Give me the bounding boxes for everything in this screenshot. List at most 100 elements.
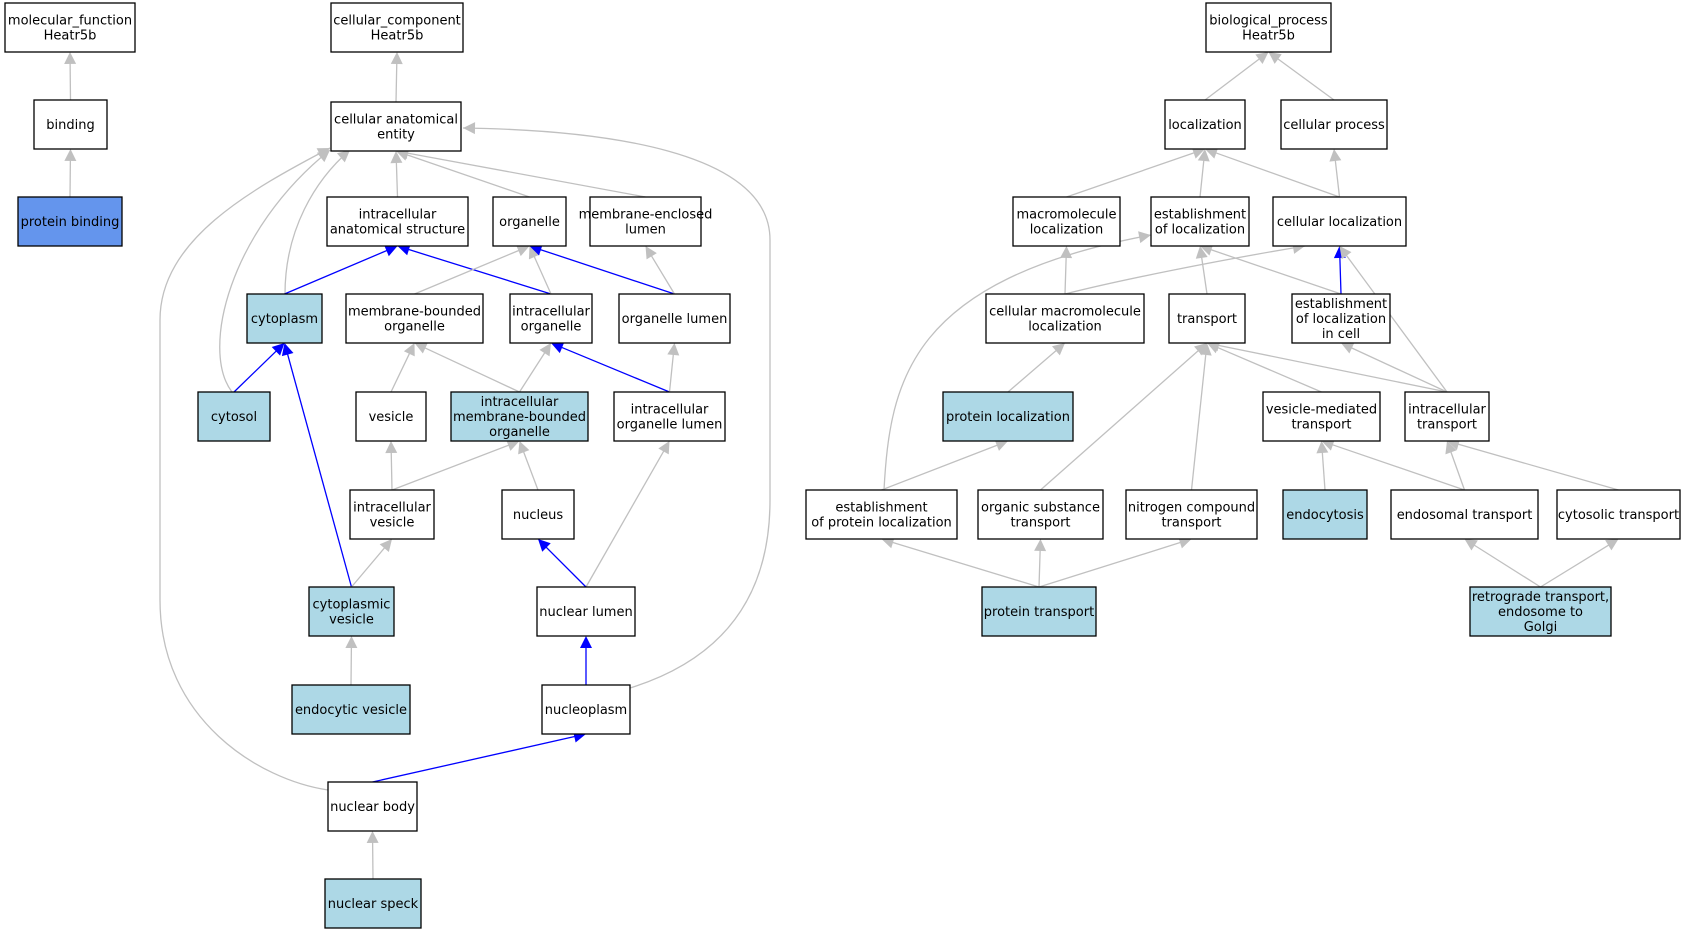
go-term-node-protbind[interactable]: protein binding xyxy=(17,196,123,247)
go-term-node-ct[interactable]: cytosolic transport xyxy=(1556,489,1681,540)
edge-pl-to-cml xyxy=(1007,343,1065,393)
go-term-node-endo[interactable]: endocytosis xyxy=(1282,489,1368,540)
edge-binding-to-mf xyxy=(64,52,77,101)
edge-ev-to-cv xyxy=(345,636,358,686)
node-box xyxy=(492,196,567,247)
node-label: localization xyxy=(1028,320,1102,335)
go-term-node-cytoplasm[interactable]: cytoplasm xyxy=(246,293,323,344)
go-term-node-nucleus[interactable]: nucleus xyxy=(501,489,575,540)
go-term-node-loc[interactable]: localization xyxy=(1164,99,1246,150)
node-label: membrane-bounded xyxy=(348,305,481,320)
edge-cv-to-cytoplasm xyxy=(281,343,353,588)
edge-nct-to-transport xyxy=(1190,343,1212,491)
edge-epl-to-pl xyxy=(881,439,1008,491)
node-box xyxy=(805,489,958,540)
node-label: binding xyxy=(46,118,94,133)
node-box xyxy=(977,489,1104,540)
node-box xyxy=(1282,489,1368,540)
node-label: membrane-bounded xyxy=(453,410,586,425)
node-label: vesicle xyxy=(370,516,415,531)
node-box xyxy=(981,586,1097,637)
go-term-node-et[interactable]: endosomal transport xyxy=(1390,489,1539,540)
go-term-node-binding[interactable]: binding xyxy=(33,99,108,150)
edge-cml-to-cl xyxy=(1064,242,1306,295)
go-term-node-nl[interactable]: nuclear lumen xyxy=(536,586,636,637)
go-term-node-cytosol[interactable]: cytosol xyxy=(197,391,271,442)
node-label: cytosol xyxy=(211,410,257,425)
edge-nucleus-to-imbo xyxy=(518,441,539,491)
node-label: transport xyxy=(1010,516,1070,531)
go-term-node-transport[interactable]: transport xyxy=(1168,293,1246,344)
edge-cytosol-to-cytoplasm xyxy=(233,343,285,393)
node-label: localization xyxy=(1030,223,1104,238)
go-term-node-pl[interactable]: protein localization xyxy=(942,391,1074,442)
node-label: organelle xyxy=(499,215,560,230)
node-box xyxy=(1291,293,1391,344)
node-label: molecular_function xyxy=(8,14,132,29)
node-label: establishment xyxy=(1295,297,1387,312)
node-label: Heatr5b xyxy=(44,29,97,44)
node-box xyxy=(345,293,484,344)
edge-iv-to-imbo xyxy=(391,439,520,491)
node-label: biological_process xyxy=(1209,14,1328,29)
node-label: cytosolic transport xyxy=(1558,508,1679,523)
node-box xyxy=(17,196,123,247)
go-term-node-cp[interactable]: cellular process xyxy=(1280,99,1388,150)
node-label: Golgi xyxy=(1524,620,1558,635)
node-label: cytoplasmic xyxy=(313,598,391,613)
edge-cl-to-loc xyxy=(1205,147,1340,198)
node-label: membrane-enclosed xyxy=(579,208,713,223)
go-term-node-organelle[interactable]: organelle xyxy=(492,196,567,247)
go-term-node-ev[interactable]: endocytic vesicle xyxy=(291,684,411,735)
go-term-node-ol[interactable]: organelle lumen xyxy=(618,293,731,344)
go-term-node-pt[interactable]: protein transport xyxy=(981,586,1097,637)
edge-transport-to-eol xyxy=(1195,246,1208,295)
go-term-node-vesicle[interactable]: vesicle xyxy=(355,391,427,442)
edge-vesicle-to-mbo xyxy=(390,343,415,393)
node-label: intracellular xyxy=(359,208,437,223)
node-box xyxy=(1164,99,1246,150)
node-box xyxy=(349,489,435,540)
edge-imbo-to-io xyxy=(518,343,551,393)
node-label: vesicle xyxy=(369,410,414,425)
node-label: retrograde transport, xyxy=(1472,590,1609,605)
edge-pt-to-nct xyxy=(1038,536,1192,588)
node-label: organelle xyxy=(384,320,445,335)
node-label: transport xyxy=(1161,516,1221,531)
go-term-node-cl[interactable]: cellular localization xyxy=(1272,196,1407,247)
go-term-node-ns[interactable]: nuclear speck xyxy=(324,878,422,929)
edge-it-to-eolc xyxy=(1341,342,1448,393)
node-label: of protein localization xyxy=(811,516,952,531)
node-label: nuclear lumen xyxy=(539,605,632,620)
node-label: endocytosis xyxy=(1286,508,1364,523)
node-label: intracellular xyxy=(631,403,709,418)
node-label: vesicle-mediated xyxy=(1266,403,1377,418)
go-term-node-nb[interactable]: nuclear body xyxy=(327,781,418,832)
go-term-node-np[interactable]: nucleoplasm xyxy=(541,684,631,735)
node-label: endosomal transport xyxy=(1397,508,1533,523)
edge-ns-to-nb xyxy=(366,831,379,880)
edge-eolc-to-eol xyxy=(1200,244,1342,295)
